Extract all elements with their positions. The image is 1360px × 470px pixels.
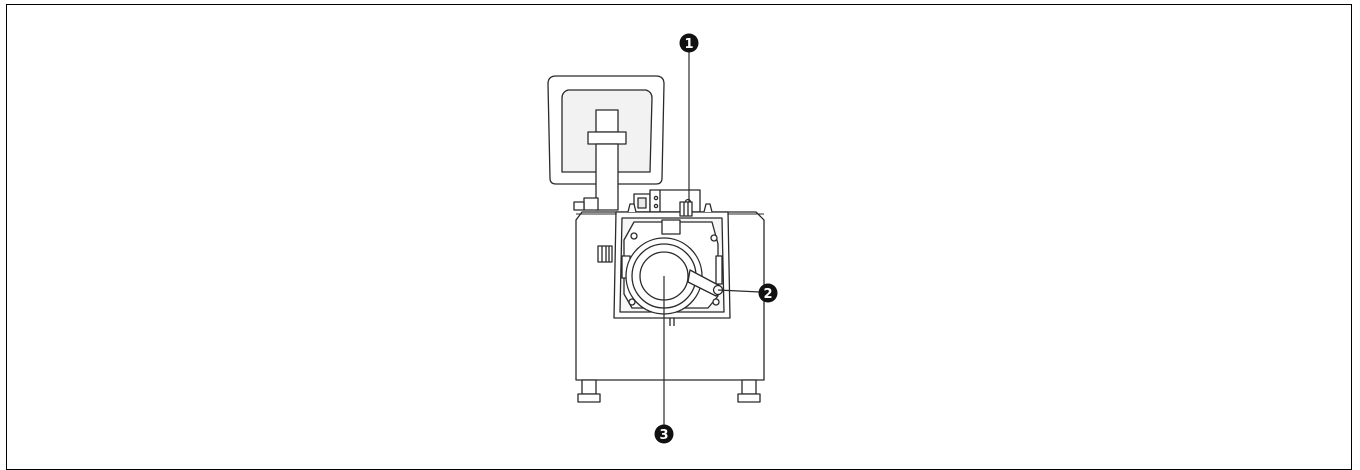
side-knob — [598, 246, 612, 262]
feet — [578, 380, 760, 402]
monitor — [548, 76, 664, 210]
callout-1: 1 — [680, 34, 699, 53]
callout-3-label: 3 — [659, 428, 668, 443]
callout-3: 3 — [655, 425, 674, 444]
callout-2-label: 2 — [763, 287, 772, 302]
callout-2: 2 — [759, 284, 778, 303]
callout-1-label: 1 — [684, 37, 693, 52]
